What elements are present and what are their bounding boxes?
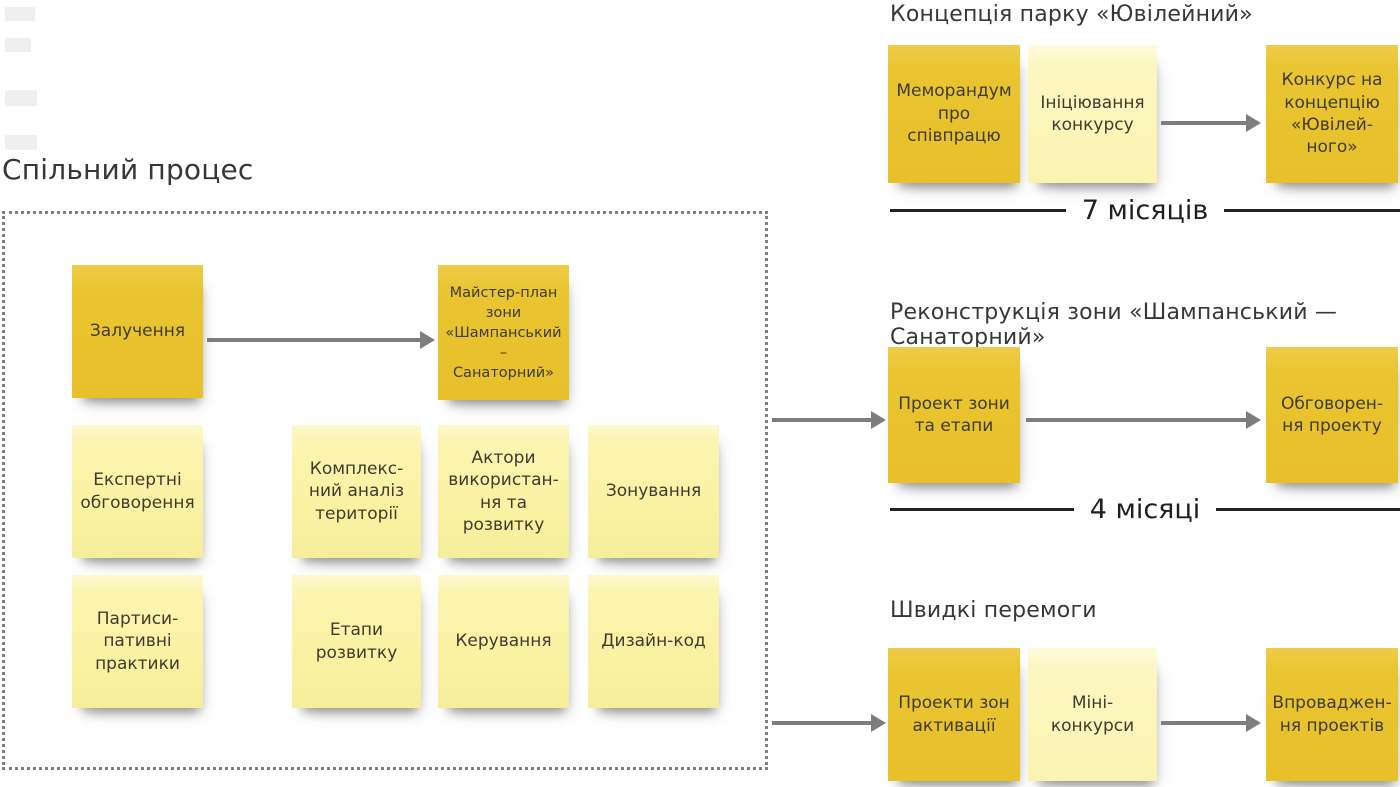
sticky-note-etapy-rozvytku: Етапи розвитку [292,575,421,708]
sticky-note-initsiuvannia: Ініціювання конкурсу [1028,45,1157,183]
sticky-note-text: Проекти зон активації [898,693,1010,736]
sticky-note-text: Партиси- пативні практики [95,608,180,674]
sticky-note-text: Етапи розвитку [315,620,398,663]
timeline-line [1216,507,1400,511]
timeline-duration-label: 4 місяці [1089,493,1201,525]
arrow-box-to-shvydki-peremohy [772,714,886,732]
sticky-note-text: Зонування [605,481,702,502]
sticky-note-text: Комплекс- ний аналіз території [308,458,405,524]
timeline-duration-label: 7 місяців [1081,194,1209,226]
section-title-kontseptsiia: Концепція парку «Ювілейний» [890,2,1253,27]
arrow-zaluchennia-to-masterplan [207,331,435,349]
edge-artifact [5,90,37,106]
sticky-note-vprovadzhennia: Впроваджен- ня проектів [1266,648,1398,781]
sticky-note-aktory: Актори використан- ня та розвитку [438,425,569,558]
sticky-note-obhovorennia: Обговорен- ня проекту [1266,347,1398,483]
sticky-note-memorandum: Меморандум про співпрацю [888,45,1020,183]
left-panel-title: Спільний процес [2,153,254,186]
edge-artifact [5,38,31,52]
sticky-note-dyzain-kod: Дизайн-код [588,575,719,708]
sticky-note-text: Впроваджен- ня проектів [1272,693,1392,736]
sticky-note-kompleksnyi-analiz: Комплекс- ний аналіз території [292,425,421,558]
timeline-line [890,208,1066,212]
sticky-note-text: Ініціювання конкурсу [1040,92,1145,135]
sticky-note-mini-konkursy: Міні- конкурси [1028,648,1157,781]
sticky-note-proekty-zon: Проекти зон активації [888,648,1020,781]
sticky-note-masterplan: Майстер-план зони «Шампанський – Санатор… [438,265,569,400]
sticky-note-text: Експертні обговорення [80,470,195,513]
sticky-note-text: Керування [455,631,552,652]
sticky-note-proekt-zony: Проект зони та етапи [888,347,1020,483]
sticky-note-partysypatyvni: Партиси- пативні практики [72,575,203,708]
timeline-line [1224,208,1400,212]
edge-artifact [5,135,37,150]
shared-process-group-box [2,211,768,770]
sticky-note-text: Майстер-план зони «Шампанський – Санатор… [445,284,562,381]
sticky-note-text: Залучення [89,321,186,342]
arrow-initsiuvannia-to-konkurs [1161,114,1261,132]
sticky-note-zonuvannia: Зонування [588,425,719,558]
sticky-note-text: Проект зони та етапи [898,393,1010,436]
sticky-note-keruvannia: Керування [438,575,569,708]
timeline-line [890,507,1074,511]
sticky-note-ekspertni: Експертні обговорення [72,425,203,558]
sticky-note-text: Міні- конкурси [1050,693,1135,736]
sticky-note-text: Актори використан- ня та розвитку [448,447,559,535]
sticky-note-text: Меморандум про співпрацю [896,81,1012,147]
section-title-rekonstruktsiia: Реконструкція зони «Шампанський — Санато… [890,300,1338,350]
edge-artifact [5,7,35,21]
arrow-proekt-to-obhovorennia [1026,411,1261,429]
sticky-note-text: Конкурс на концепцію «Ювілей- ного» [1281,70,1383,158]
timeline-4-misiatsi: 4 місяці [890,488,1400,530]
sticky-note-zaluchennia: Залучення [72,265,203,398]
arrow-box-to-rekonstruktsiia [772,411,886,429]
timeline-7-misiatsiv: 7 місяців [890,189,1400,231]
sticky-note-text: Обговорен- ня проекту [1280,393,1384,436]
section-title-shvydki-peremohy: Швидкі перемоги [890,598,1097,623]
sticky-note-text: Дизайн-код [601,631,706,652]
arrow-mini-to-vprovadzhennia [1161,714,1261,732]
sticky-note-konkurs: Конкурс на концепцію «Ювілей- ного» [1266,45,1398,183]
